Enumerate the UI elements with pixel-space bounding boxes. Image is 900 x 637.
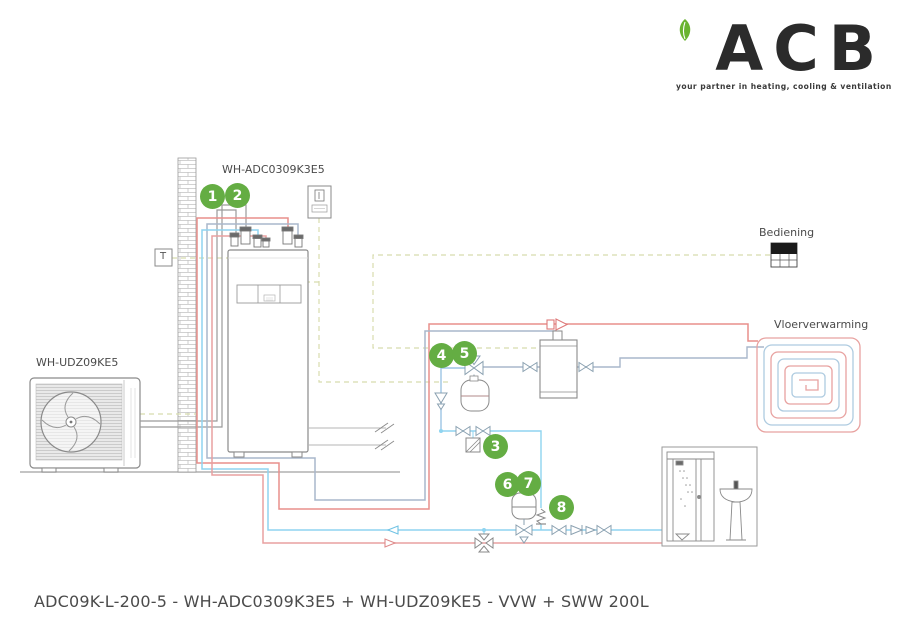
check-valve-small-icon (585, 525, 597, 535)
callout-5: 5 (452, 341, 477, 366)
filter-icon (465, 431, 481, 453)
tundish-icon (434, 392, 448, 411)
electrical-dashed-lines (140, 218, 770, 415)
thermostat-icon (770, 242, 798, 268)
drain-stubs (308, 422, 395, 451)
logo-text: ACB (715, 12, 886, 85)
bathroom (661, 446, 758, 547)
leaf-icon (679, 19, 691, 41)
sink-icon (719, 480, 753, 541)
pump-icon (546, 318, 569, 331)
mixing-valve-icon (474, 533, 494, 553)
callout-3: 3 (483, 434, 508, 459)
outdoor-unit-label: WH-UDZ09KE5 (36, 356, 119, 369)
outdoor-unit (29, 377, 141, 473)
pipe-heating-return (206, 223, 556, 501)
valve-filter-left (455, 425, 471, 437)
caption: ADC09K-L-200-5 - WH-ADC0309K3E5 + WH-UDZ… (34, 592, 649, 611)
pipe-cold-water (201, 229, 662, 531)
buffer-tank (539, 330, 578, 399)
callout-8: 8 (549, 495, 574, 520)
indoor-unit (227, 226, 395, 458)
callout-6: 6 (495, 472, 520, 497)
pipe-filter-line (441, 430, 542, 530)
pipe-hot-water (211, 235, 662, 544)
valve-tank-right (578, 361, 594, 373)
vessel-drain-valve (515, 524, 533, 536)
acb-logo: ACB your partner in heating, cooling & v… (676, 18, 892, 92)
brick-wall (177, 157, 197, 473)
callout-2: 2 (225, 183, 250, 208)
pipe-fittings (229, 226, 304, 248)
shower-icon (666, 451, 715, 542)
temp-sensor-label: T (160, 251, 167, 262)
meter-cable (308, 218, 452, 383)
floor-heating-coil (756, 337, 861, 433)
pipe-heating-flow (196, 217, 758, 510)
control-panel (236, 284, 302, 304)
valve-filter-right (475, 425, 491, 437)
pipe-tank-to-coil (577, 346, 764, 368)
callout-4: 4 (429, 343, 454, 368)
cold-flow-arrow-icon (386, 525, 399, 535)
indoor-unit-label: WH-ADC0309K3E5 (222, 163, 325, 176)
valve-tank-left (522, 361, 538, 373)
callout-7: 7 (516, 471, 541, 496)
controller-label: Bediening (759, 226, 815, 239)
vessel-drain-spout (519, 536, 529, 544)
check-valve-icon (570, 524, 584, 536)
callout-1: 1 (200, 184, 225, 209)
outdoor-temp-sensor (154, 248, 173, 267)
hot-flow-arrow-icon (384, 538, 397, 548)
valve-cold-2 (596, 524, 612, 536)
controller-cable (372, 254, 770, 349)
valve-cold-1 (551, 524, 567, 536)
floor-heating-label: Vloerverwarming (774, 318, 869, 331)
logo-tagline: your partner in heating, cooling & venti… (676, 82, 892, 91)
electric-meter-icon (307, 185, 332, 219)
expansion-vessel-heating (460, 374, 490, 412)
shower-spray-dots (679, 470, 693, 507)
safety-valve-icon (535, 508, 547, 525)
